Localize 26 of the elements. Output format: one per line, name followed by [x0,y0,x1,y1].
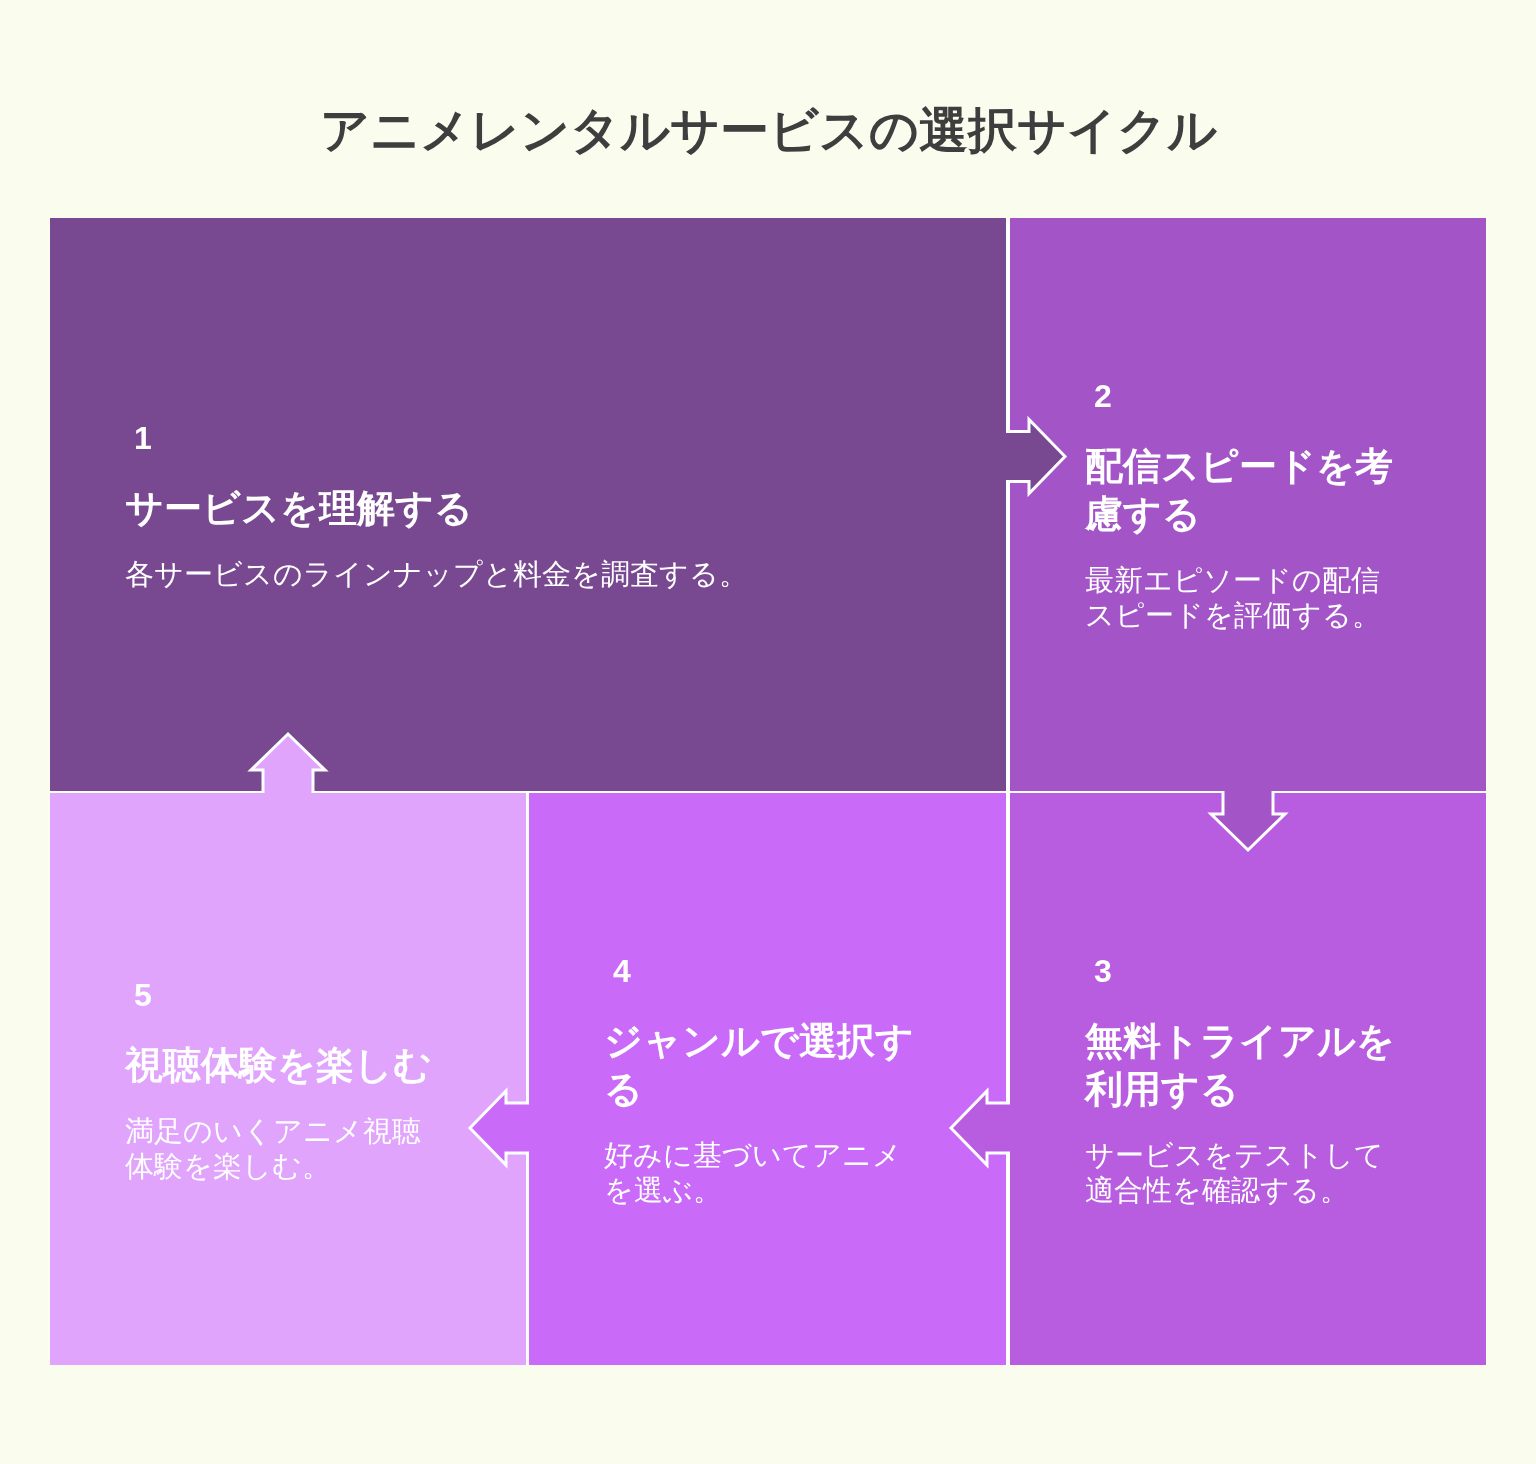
step-heading: 無料トライアルを利用する [1085,1018,1396,1112]
step-heading: ジャンルで選択する [604,1018,915,1112]
step-number: 1 [134,418,152,458]
step-description: 満足のいくアニメ視聴体験を楽しむ。 [125,1113,422,1184]
step-panel [1010,218,1486,791]
step-number: 4 [613,951,631,991]
step-number: 3 [1094,951,1112,991]
step-description: 最新エピソードの配信スピードを評価する。 [1085,563,1382,633]
block-arrow [247,731,329,795]
step-panel [529,793,1006,1365]
step-description: 好みに基づいてアニメを選ぶ。 [604,1137,903,1208]
step-number: 2 [1094,377,1112,416]
block-arrow [1004,415,1068,498]
step-number: 5 [134,975,152,1015]
step-heading: サービスを理解する [125,485,473,531]
step-panel [50,218,1006,791]
block-arrow [467,1087,531,1169]
step-description: 各サービスのラインナップと料金を調査する。 [125,556,748,592]
block-arrow [1207,789,1289,853]
step-heading: 配信スピードを考慮する [1085,444,1394,537]
diagram-title: アニメレンタルサービスの選択サイクル [319,102,1217,159]
step-panel [50,793,526,1365]
step-description: サービスをテストして適合性を確認する。 [1085,1137,1385,1208]
step-panel [1010,793,1486,1365]
step-heading: 視聴体験を楽しむ [125,1042,432,1088]
block-arrow [948,1087,1012,1169]
